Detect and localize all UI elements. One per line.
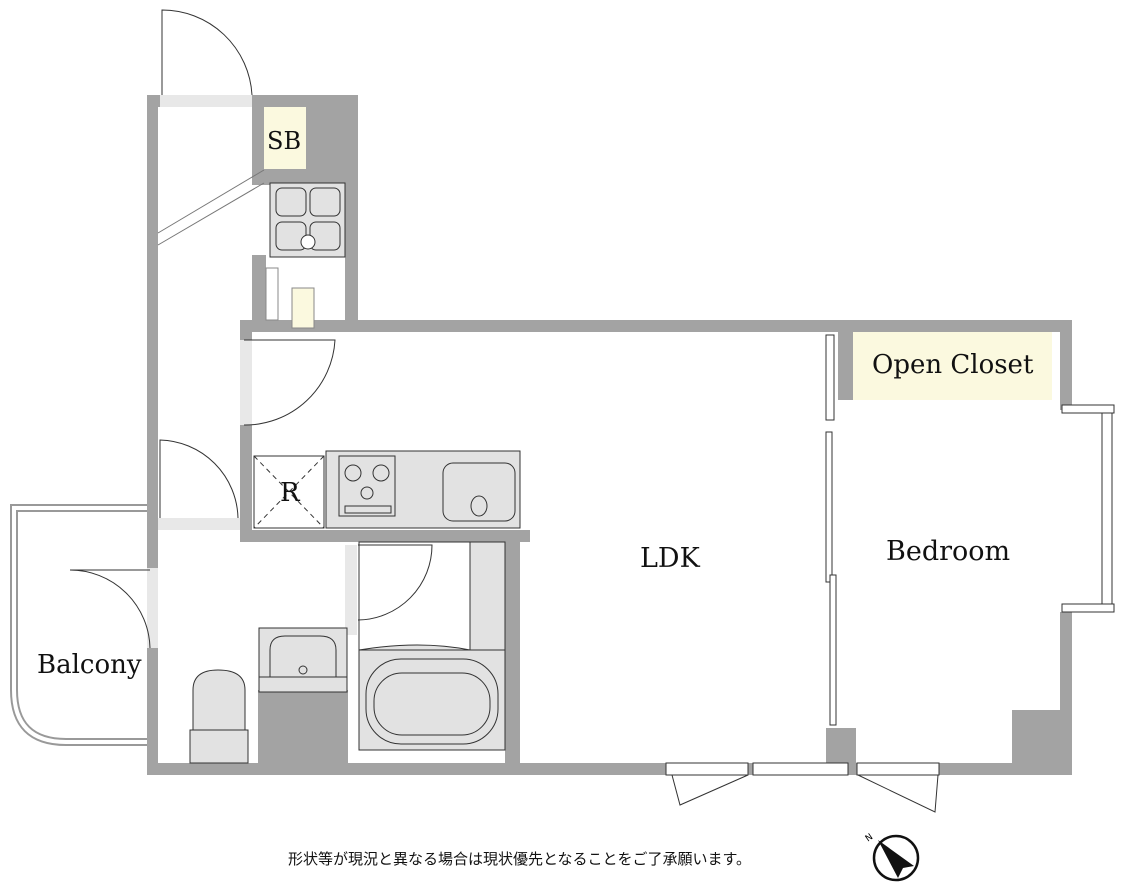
room-label-refrigerator: R [280,478,300,508]
compass-north-label: N [864,832,875,844]
washing-machine-pan [269,182,346,258]
toilet [189,669,249,764]
walls [147,95,1072,775]
entry-step [157,169,265,246]
room-label-balcony: Balcony [37,650,142,680]
kitchen-counter [325,450,521,529]
door-openings [147,95,357,648]
room-label-sb: SB [267,127,302,155]
sliding-doors [825,334,837,726]
refrigerator-space [253,455,325,529]
door-swings [69,9,939,813]
open-closet-area [853,332,1052,400]
bathtub [358,541,506,751]
room-label-bedroom: Bedroom [886,536,1011,567]
shoe-box-area [264,107,306,169]
balcony-rail [10,504,147,746]
windows [665,404,1115,776]
disclaimer-note: 形状等が現況と異なる場合は現状優先となることをご了承願います。 [288,850,752,868]
compass-icon: N [864,832,920,882]
room-label-open-closet: Open Closet [872,350,1034,380]
washbasin [258,627,348,693]
room-label-ldk: LDK [640,543,700,574]
